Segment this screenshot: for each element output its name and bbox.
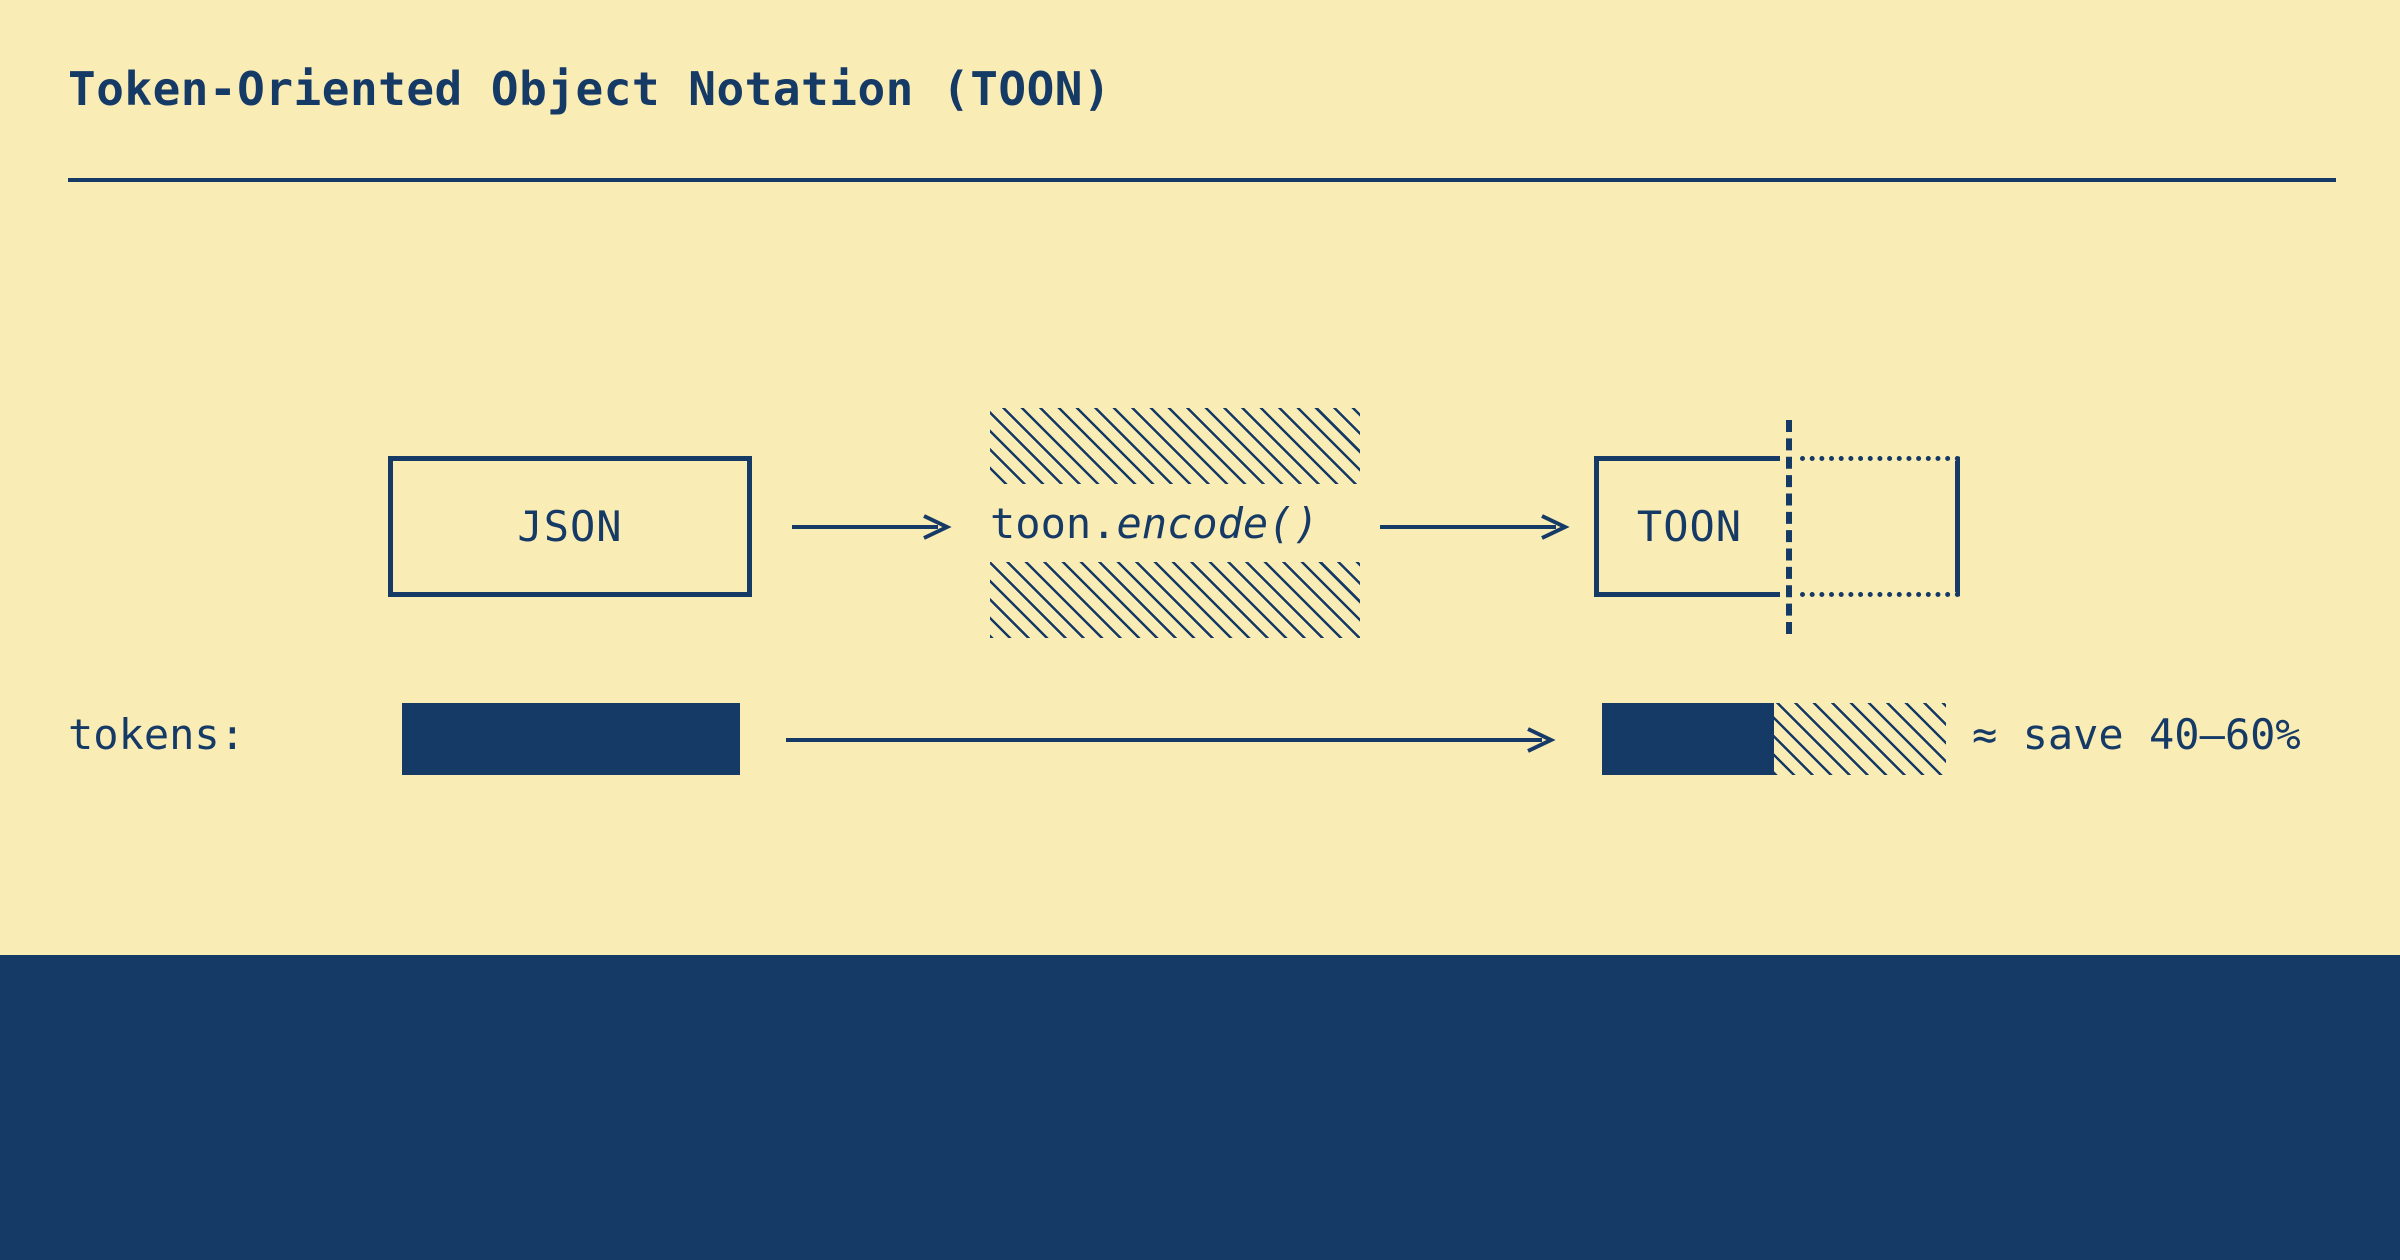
tokens-bar-json [402, 703, 740, 775]
toon-box-divider [1786, 420, 1792, 634]
encode-prefix: toon. [990, 498, 1117, 548]
tokens-bar-toon-saved [1774, 703, 1946, 775]
encode-function: encode() [1116, 498, 1319, 548]
hatch-band-bottom [990, 558, 1360, 638]
tokens-savings-note: ≈ save 40–60% [1972, 710, 2301, 759]
page-title: Token-Oriented Object Notation (TOON) [68, 62, 1112, 116]
toon-box-label: TOON [1636, 502, 1743, 551]
header-divider [68, 178, 2336, 182]
sample-panel: sample: JSON → { "tags": ["jazz", "chill… [0, 955, 2400, 1260]
tokens-row-label: tokens: [68, 710, 246, 759]
arrow-encode-to-toon [1380, 507, 1570, 547]
toon-box-saved-ghost [1800, 456, 1960, 597]
json-box: JSON [388, 456, 752, 597]
toon-box: TOON [1594, 456, 1780, 597]
arrow-json-to-encode [792, 507, 952, 547]
tokens-bar-toon-used [1602, 703, 1774, 775]
encode-label: toon.encode() [990, 484, 1360, 562]
encode-transform-region: toon.encode() [990, 408, 1360, 638]
hatch-band-top [990, 408, 1360, 488]
json-box-label: JSON [517, 502, 623, 551]
arrow-tokens-reduction [786, 720, 1556, 760]
